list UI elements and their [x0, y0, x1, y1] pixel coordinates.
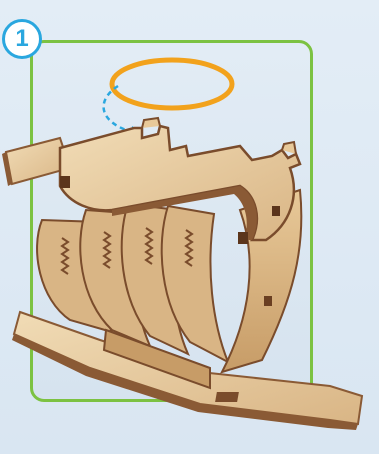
step-number: 1 — [15, 25, 28, 53]
step-number-badge: 1 — [2, 19, 42, 59]
wooden-mechanism — [2, 118, 362, 430]
rubber-band-icon — [112, 60, 232, 108]
